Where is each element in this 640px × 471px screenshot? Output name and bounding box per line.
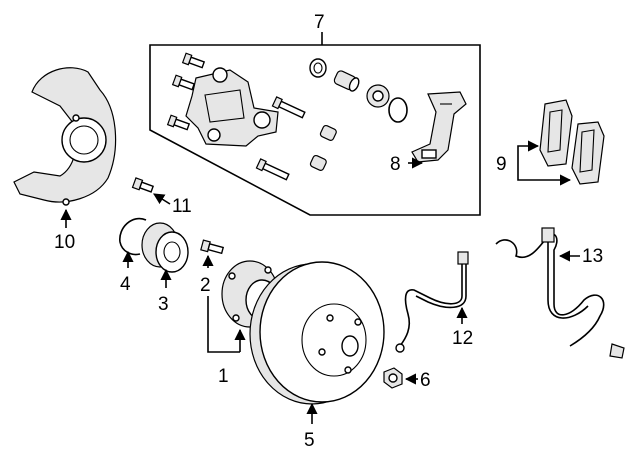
splash-shield-bolt-part[interactable]	[131, 177, 155, 194]
caliper-piston-set[interactable]	[309, 58, 408, 123]
hub-bolt-part[interactable]	[200, 239, 225, 255]
callout-10: 10	[54, 232, 75, 253]
lock-nut-part[interactable]	[383, 367, 403, 389]
callout-11: 11	[172, 196, 192, 217]
caliper-small-bolts[interactable]	[166, 52, 338, 181]
caliper-kit-box	[149, 32, 481, 216]
callout-7: 7	[314, 12, 325, 33]
abs-sensor-part[interactable]	[495, 227, 625, 359]
callout-5: 5	[304, 430, 315, 451]
wheel-bearing-part[interactable]	[141, 222, 189, 273]
caliper-bracket-part[interactable]	[411, 91, 467, 163]
callout-1: 1	[218, 366, 229, 387]
callout-9: 9	[496, 154, 507, 175]
callout-2: 2	[200, 275, 211, 296]
callout-13: 13	[582, 246, 603, 267]
brake-hose-part[interactable]	[395, 251, 469, 353]
callout-12: 12	[452, 328, 473, 349]
splash-shield-part[interactable]	[13, 67, 117, 206]
callout-3: 3	[158, 294, 169, 315]
caliper-body-part[interactable]	[185, 67, 279, 147]
callout-6: 6	[420, 370, 431, 391]
callout-8: 8	[390, 154, 401, 175]
brake-rotor-part[interactable]	[249, 261, 385, 405]
brake-pads-part[interactable]	[539, 99, 605, 185]
callout-4: 4	[120, 274, 131, 295]
leader-lines	[60, 140, 580, 424]
